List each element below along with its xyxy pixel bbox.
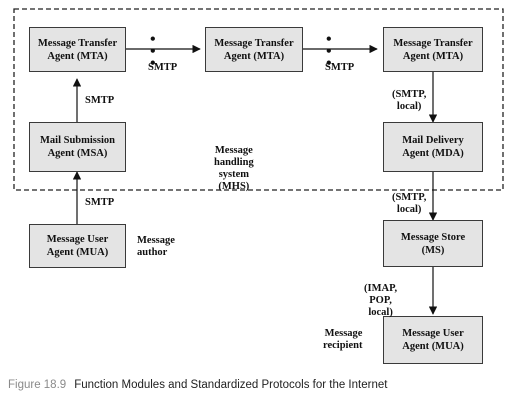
smtp-label-mta2-mta3: SMTP xyxy=(325,62,355,73)
smtp-local-label-mda-ms: (SMTP, local) xyxy=(392,192,427,215)
message-author-label: Message author xyxy=(137,235,175,258)
smtp-label-mua-msa: SMTP xyxy=(85,197,115,208)
ms-box: Message Store (MS) xyxy=(383,220,483,267)
mta-box-3: Message Transfer Agent (MTA) xyxy=(383,27,483,72)
mua-recipient-box: Message User Agent (MUA) xyxy=(383,316,483,364)
mhs-label: Message handling system (MHS) xyxy=(214,145,254,192)
msa-box: Mail Submission Agent (MSA) xyxy=(29,122,126,172)
smtp-local-label-mta-mda: (SMTP, local) xyxy=(392,89,427,112)
ellipsis-dots-2: • • • xyxy=(326,31,333,72)
imap-pop-local-label: (IMAP, POP, local) xyxy=(364,283,398,318)
mta-box-1: Message Transfer Agent (MTA) xyxy=(29,27,126,72)
figure-caption-text: Function Modules and Standardized Protoc… xyxy=(74,379,388,391)
ellipsis-dots-1: • • • xyxy=(150,31,157,72)
mda-box: Mail Delivery Agent (MDA) xyxy=(383,122,483,172)
mta-box-2: Message Transfer Agent (MTA) xyxy=(205,27,303,72)
mua-author-box: Message User Agent (MUA) xyxy=(29,224,126,268)
message-recipient-label: Message recipient xyxy=(323,328,363,351)
figure-caption: Figure 18.9 Function Modules and Standard… xyxy=(8,379,387,391)
figure-number: Figure 18.9 xyxy=(8,379,67,391)
smtp-label-mta1-mta2: SMTP xyxy=(148,62,178,73)
smtp-label-msa-mta: SMTP xyxy=(85,95,115,106)
mhs-boundary xyxy=(13,8,504,191)
